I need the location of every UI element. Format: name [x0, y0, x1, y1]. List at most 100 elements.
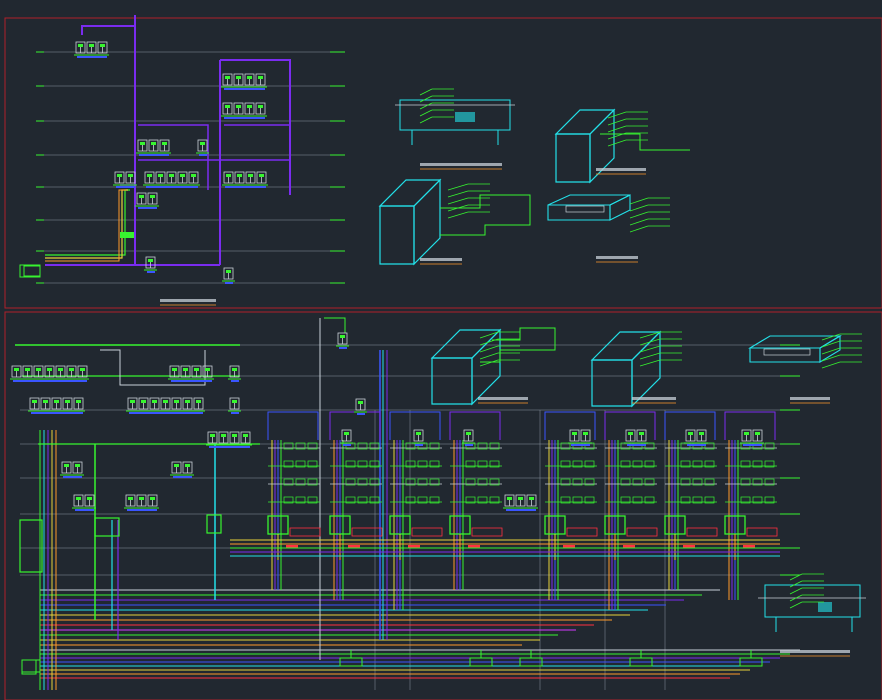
- detail-annotation: [629, 197, 670, 233]
- leader-line: [447, 204, 469, 212]
- bottom-sheet-frame: [4, 311, 882, 700]
- zone-loop: [664, 411, 716, 440]
- box-face: [555, 133, 591, 183]
- zone-terminal: [369, 478, 380, 486]
- equipment-unit-icon: [624, 429, 648, 446]
- equipment-unit-icon: [136, 139, 171, 156]
- unit-valve: [225, 105, 230, 108]
- zone-terminal: [620, 460, 631, 468]
- unit-tag: [357, 413, 365, 415]
- zone-module: [664, 411, 718, 590]
- unit-valve: [226, 174, 231, 177]
- leader-line: [639, 359, 661, 367]
- unit-valve: [47, 368, 52, 371]
- box-face: [748, 335, 842, 349]
- zone-terminal: [572, 496, 583, 504]
- equipment-unit-icon: [126, 397, 205, 414]
- unit-valve: [358, 401, 363, 404]
- zone-terminal: [307, 442, 318, 450]
- unit-valve: [43, 400, 48, 403]
- unit-valve: [639, 432, 644, 435]
- unit-tag: [209, 446, 250, 448]
- zone-terminal: [740, 460, 751, 468]
- unit-valve: [151, 142, 156, 145]
- equipment-units: [10, 41, 764, 511]
- unit-valve: [344, 432, 349, 435]
- unit-valve: [128, 497, 133, 500]
- leader-line: [419, 116, 433, 124]
- floor-level-lines: [20, 51, 800, 690]
- leader-line: [607, 111, 627, 119]
- equipment-unit-icon: [340, 429, 353, 446]
- zone-terminal: [704, 496, 715, 504]
- zone-panel: [471, 527, 503, 537]
- zone-terminal: [345, 460, 356, 468]
- unit-valve: [80, 368, 85, 371]
- zone-panel: [686, 527, 718, 537]
- zone-terminal: [357, 442, 368, 450]
- unit-valve: [258, 105, 263, 108]
- white-loop: [100, 349, 206, 386]
- unit-valve: [200, 142, 205, 145]
- zone-terminal: [764, 460, 775, 468]
- zone-terminal: [465, 496, 476, 504]
- unit-valve: [158, 174, 163, 177]
- zone-terminal: [620, 496, 631, 504]
- unit-valve: [58, 368, 63, 371]
- leader-line: [639, 352, 661, 360]
- unit-tag: [224, 117, 265, 119]
- unit-valve: [174, 464, 179, 467]
- equipment-unit-icon: [740, 429, 764, 446]
- zone-terminal: [405, 460, 416, 468]
- caption-text-bar: [790, 397, 830, 400]
- unit-valve: [139, 497, 144, 500]
- unit-valve: [507, 497, 512, 500]
- pipe-detail: [600, 133, 690, 151]
- zone-terminal: [283, 442, 294, 450]
- equipment-unit-icon: [222, 171, 268, 188]
- zone-tag: [743, 545, 755, 548]
- leader-line: [607, 125, 627, 133]
- equipment-unit-icon: [354, 398, 367, 415]
- detail-section-icon: [758, 584, 866, 632]
- detail-annotation: [479, 331, 520, 367]
- distribution-cabinet: [19, 519, 43, 573]
- equipment-unit-icon: [412, 429, 425, 446]
- unit-valve: [194, 368, 199, 371]
- leader-line: [821, 347, 841, 355]
- unit-valve: [628, 432, 633, 435]
- zone-module: [267, 411, 321, 590]
- unit-valve: [54, 400, 59, 403]
- zone-terminal: [560, 478, 571, 486]
- equipment-unit-icon: [684, 429, 708, 446]
- detail-annotation: [607, 111, 648, 147]
- unit-valve: [225, 76, 230, 79]
- zone-terminal: [369, 442, 380, 450]
- box-face: [609, 194, 631, 221]
- top-drawing-sheet: [4, 17, 882, 309]
- zone-panel: [746, 527, 778, 537]
- box-face: [547, 194, 631, 206]
- leader-line: [639, 331, 661, 339]
- unit-tag: [171, 380, 212, 382]
- zone-terminal: [752, 496, 763, 504]
- equipment-unit-icon: [222, 267, 235, 284]
- leader-line: [789, 587, 803, 595]
- leader-line: [789, 580, 803, 588]
- box-face: [413, 178, 441, 266]
- leader-line: [821, 333, 841, 341]
- unit-valve: [169, 174, 174, 177]
- cabinet-base: [21, 659, 41, 673]
- zone-loop: [604, 411, 656, 440]
- zone-terminal: [295, 442, 306, 450]
- zone-terminal: [704, 478, 715, 486]
- zone-terminal: [584, 496, 595, 504]
- zone-terminal: [560, 460, 571, 468]
- unit-tag: [465, 444, 473, 446]
- unit-valve: [65, 400, 70, 403]
- zone-terminal: [560, 442, 571, 450]
- caption-text-bar: [478, 397, 528, 400]
- unit-tag: [138, 207, 157, 209]
- zone-terminal: [740, 478, 751, 486]
